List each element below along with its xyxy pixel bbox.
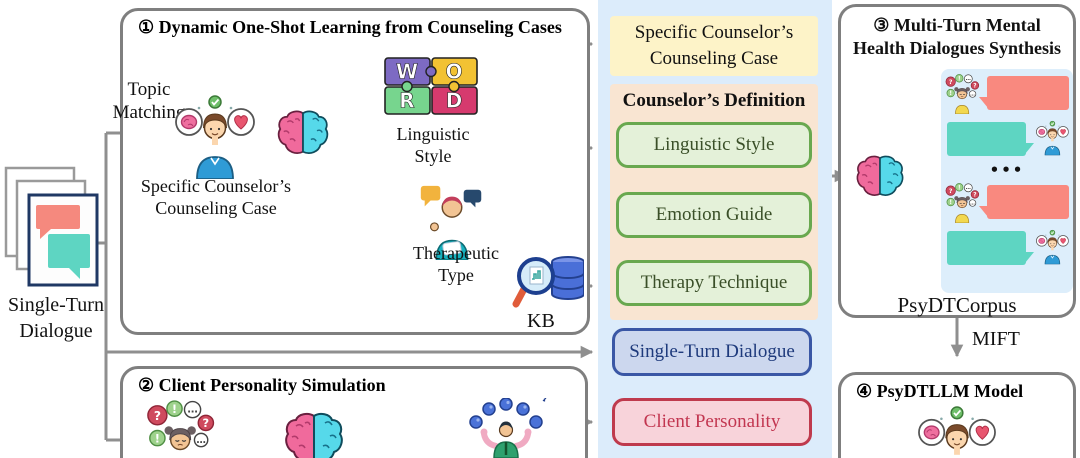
case-output-line1: Specific Counselor’s <box>634 22 794 44</box>
kb-search-database-icon <box>512 256 584 308</box>
therapy-technique-box: Therapy Technique <box>616 260 812 306</box>
client-icon <box>146 400 222 458</box>
box2-title: ② Client Personality Simulation <box>138 375 386 395</box>
middle-output-panel: Specific Counselor’s Counseling Case Cou… <box>598 0 832 458</box>
topic-matching-label: Topic Matching <box>108 78 190 124</box>
counselor-caption-line2: Counseling Case <box>155 197 277 218</box>
linguistic-caption-line2: Style <box>414 145 452 166</box>
topic-matching-line1: Topic <box>127 79 171 100</box>
synthesized-dialogue-panel: ••• <box>941 69 1073 293</box>
dialogue-ellipsis: ••• <box>989 161 1025 179</box>
client-personality-label: Client Personality <box>643 411 781 432</box>
chat-row-counselor-2 <box>945 228 1069 268</box>
client-icon-small-2 <box>945 183 983 223</box>
chat-row-client-2 <box>945 183 1069 223</box>
emotion-guide-box: Emotion Guide <box>616 192 812 238</box>
client-icon-small <box>945 74 983 114</box>
dialogue-cards-icon <box>4 166 99 287</box>
box3-title-line2: Health Dialogues Synthesis <box>852 37 1062 58</box>
counselor-chat-bubble-2 <box>947 231 1035 265</box>
counselor-caption: Specific Counselor’s Counseling Case <box>130 176 302 220</box>
box4-title: ④ PsyDTLLM Model <box>856 381 1024 401</box>
brain-icon <box>275 108 331 157</box>
single-turn-dialogue-box: Single-Turn Dialogue <box>612 328 812 376</box>
word-letter-d: D <box>446 89 463 113</box>
therapist-speech-icon <box>420 185 482 260</box>
client-chat-bubble <box>979 76 1069 110</box>
topic-matching-line2: Matching <box>112 102 186 124</box>
left-stack-label-line1: Single-Turn <box>8 294 104 316</box>
word-letter-w: W <box>396 60 418 84</box>
box3-multi-turn-synthesis: ③ Multi-Turn Mental Health Dialogues Syn… <box>838 4 1076 318</box>
counselor-icon-model <box>918 406 996 458</box>
therapeutic-type-caption: Therapeutic Type <box>408 243 504 287</box>
case-output-line2: Counseling Case <box>649 48 779 69</box>
mift-label: MIFT <box>972 328 1020 350</box>
single-turn-dialogue-label: Single-Turn Dialogue <box>629 341 795 362</box>
counselor-caption-line1: Specific Counselor’s <box>140 176 292 196</box>
chat-row-counselor <box>945 119 1069 159</box>
therapeutic-caption-line1: Therapeutic <box>413 243 499 263</box>
left-stack-label: Single-Turn Dialogue <box>0 292 112 344</box>
counselor-definition-title: Counselor’s Definition <box>622 90 806 111</box>
linguistic-style-caption: Linguistic Style <box>390 124 476 168</box>
linguistic-style-box: Linguistic Style <box>616 122 812 168</box>
therapy-technique-box-label: Therapy Technique <box>640 272 788 293</box>
counselor-icon <box>175 95 255 179</box>
kb-label: KB <box>527 310 555 332</box>
word-letter-o: O <box>445 60 462 84</box>
psydtcorpus-label: PsyDTCorpus <box>897 293 1017 317</box>
box3-title: ③ Multi-Turn Mental Health Dialogues Syn… <box>841 14 1073 59</box>
client-chat-bubble-2 <box>979 185 1069 219</box>
brain-icon-synthesis <box>854 153 906 199</box>
counselor-definition-panel: Counselor’s Definition Linguistic Style … <box>610 84 818 320</box>
linguistic-caption-line1: Linguistic <box>396 124 470 144</box>
counselor-chat-bubble <box>947 122 1035 156</box>
word-puzzle-icon: W O R D <box>384 57 478 115</box>
box1-title: ① Dynamic One-Shot Learning from Counsel… <box>138 17 562 37</box>
box3-title-line1: ③ Multi-Turn Mental <box>873 15 1041 35</box>
word-letter-r: R <box>399 89 414 113</box>
left-stack-label-line2: Dialogue <box>19 320 93 342</box>
counselor-icon-small <box>1036 119 1069 157</box>
client-personality-box: Client Personality <box>612 398 812 446</box>
counselor-icon-small-2 <box>1036 228 1069 266</box>
emotion-guide-box-label: Emotion Guide <box>655 204 773 225</box>
juggler-icon <box>469 398 547 458</box>
brain-icon-simulation <box>282 410 346 458</box>
case-output-box: Specific Counselor’s Counseling Case <box>610 16 818 76</box>
therapeutic-caption-line2: Type <box>438 264 474 285</box>
linguistic-style-box-label: Linguistic Style <box>653 134 775 155</box>
chat-row-client <box>945 74 1069 114</box>
